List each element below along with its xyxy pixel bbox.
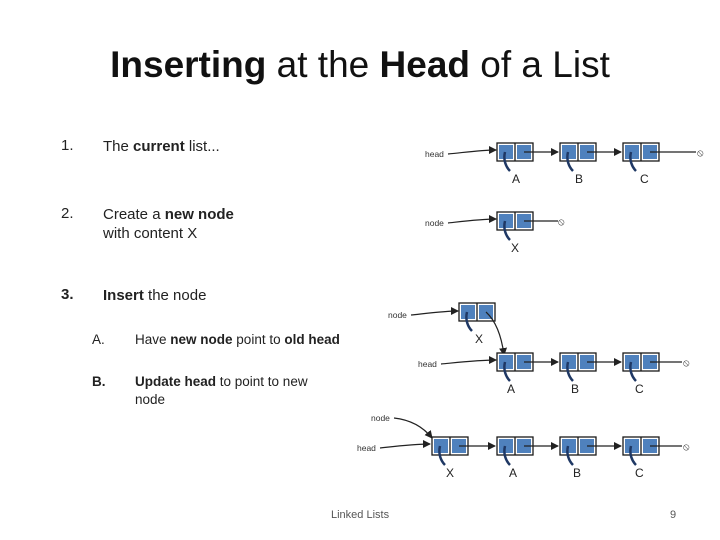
row4-node-b: [559, 436, 597, 466]
step-2-line2: with content X: [103, 225, 198, 242]
row3-node-b: [559, 352, 597, 382]
substep-b-mid: to point to new: [216, 374, 308, 389]
row3-node-a: [496, 352, 534, 382]
step-3-post: the node: [143, 287, 207, 304]
row3-node-c: [622, 352, 660, 382]
row1-value-a: A: [512, 172, 520, 186]
substep-b-number: B.: [92, 374, 106, 389]
step-3-bold: Insert: [103, 287, 144, 304]
footer-title: Linked Lists: [331, 509, 390, 521]
step-1-text: The current list...: [103, 137, 220, 156]
step-1-post: list...: [184, 138, 220, 155]
row3-head-label: head: [418, 359, 437, 369]
row3-arrow-x-a: [485, 311, 508, 356]
row1-node-a: [496, 142, 534, 172]
row3-head-arrow: [440, 356, 497, 365]
row3-node-x: [458, 302, 496, 332]
step-1-number: 1.: [61, 137, 74, 154]
title-bold-head: Head: [379, 44, 470, 85]
row4-node-c: [622, 436, 660, 466]
step-2-number: 2.: [61, 205, 74, 222]
step-1-pre: The: [103, 138, 134, 155]
step-2-text: Create a new node with content X: [103, 205, 234, 243]
substep-b-text: Update head to point to new node: [135, 373, 308, 409]
row1-node-c: [622, 142, 660, 172]
substep-b-bold1: Update head: [135, 374, 217, 389]
substep-a-pre: Have: [135, 332, 171, 347]
row1-node-b: [559, 142, 597, 172]
row2-null-icon: ⦸: [558, 217, 565, 228]
row2-node-arrow: [447, 215, 497, 224]
row4-node-a: [496, 436, 534, 466]
row3-null-icon: ⦸: [683, 358, 690, 369]
row4-value-c: C: [635, 466, 644, 480]
row1-head-label: head: [425, 149, 444, 159]
substep-b-line2: node: [135, 392, 166, 407]
row4-value-x: X: [446, 466, 454, 480]
row4-node-x: [431, 436, 469, 466]
row2-node-x: [496, 211, 534, 241]
step-1-bold: current: [133, 138, 185, 155]
substep-a-text: Have new node point to old head: [135, 331, 340, 349]
row4-value-b: B: [573, 466, 581, 480]
row4-node-arrow: [393, 417, 433, 439]
row1-value-c: C: [640, 172, 649, 186]
step-2-pre: Create a: [103, 206, 165, 223]
row1-null-icon: ⦸: [697, 148, 704, 159]
row3-node-arrow: [410, 307, 459, 316]
row1-value-b: B: [575, 172, 583, 186]
row4-head-arrow: [379, 440, 431, 449]
row3-value-c: C: [635, 382, 644, 396]
substep-a-mid: point to: [232, 332, 285, 347]
title-bold-inserting: Inserting: [110, 44, 267, 85]
slide-title: Inserting at the Head of a List: [0, 44, 720, 86]
row3-value-a: A: [507, 382, 515, 396]
row2-value-x: X: [511, 241, 519, 255]
row4-head-label: head: [357, 443, 376, 453]
row3-value-b: B: [571, 382, 579, 396]
step-3-number: 3.: [61, 286, 74, 303]
substep-a-bold2: old head: [284, 332, 340, 347]
row4-value-a: A: [509, 466, 517, 480]
step-2-bold: new node: [164, 206, 234, 223]
title-text-mid: at the: [266, 44, 380, 85]
row4-null-icon: ⦸: [683, 442, 690, 453]
step-3-text: Insert the node: [103, 286, 206, 305]
substep-a-number: A.: [92, 332, 105, 347]
row1-head-arrow: [447, 146, 497, 155]
row2-node-label: node: [425, 218, 444, 228]
title-text-suffix: of a List: [470, 44, 610, 85]
page-number: 9: [670, 509, 677, 521]
row3-node-label: node: [388, 310, 407, 320]
substep-a-bold1: new node: [170, 332, 233, 347]
row4-node-label: node: [371, 413, 390, 423]
row3-value-x: X: [475, 332, 483, 346]
